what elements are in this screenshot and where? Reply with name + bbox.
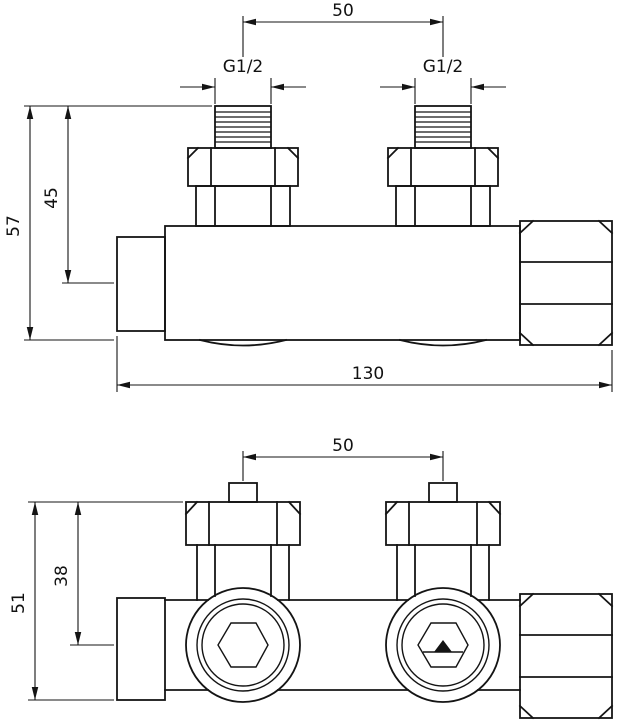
- valve-port-right: [385, 587, 501, 703]
- left-end-connector-bottom-view: [116, 597, 166, 701]
- nut-collar-left-bottom-view: [196, 544, 290, 601]
- thread-size-label-right: G1/2: [423, 57, 464, 77]
- union-nut-left: [186, 146, 300, 187]
- thread-hatch-left: [215, 111, 271, 143]
- dim-center-distance-top: [242, 16, 444, 57]
- left-end-connector-top-view: [116, 236, 166, 332]
- hex-socket-right: [417, 622, 469, 668]
- dim-label-height-total-top: 57: [4, 215, 24, 237]
- dim-label-length-total: 130: [352, 364, 384, 384]
- valve-body-top-view: [164, 225, 521, 347]
- dim-height-total-top: [24, 105, 212, 341]
- threaded-stem-left: [214, 105, 272, 149]
- dim-label-center-distance-top: 50: [332, 1, 354, 21]
- right-hex-nut-top-view: [518, 219, 614, 347]
- union-nut-right-bottom-view: [384, 500, 502, 546]
- dim-label-height-axis-top: 45: [42, 187, 62, 209]
- valve-port-left: [185, 587, 301, 703]
- bottom-view: 50: [9, 436, 614, 720]
- dim-height-axis-bottom: [70, 502, 114, 646]
- thread-hatch-right: [415, 111, 471, 143]
- stem-right-bottom-view: [428, 482, 458, 503]
- dim-label-height-axis-bottom: 38: [52, 565, 72, 587]
- nut-collar-left: [195, 185, 291, 227]
- dim-height-total-bottom: [28, 501, 183, 701]
- dim-length-total: [116, 336, 613, 392]
- dim-label-center-distance-bottom: 50: [332, 436, 354, 456]
- dim-label-height-total-bottom: 51: [9, 592, 29, 614]
- union-nut-left-bottom-view: [184, 500, 302, 546]
- thread-dim-right: [380, 78, 506, 104]
- nut-collar-right: [395, 185, 491, 227]
- hex-socket-left: [217, 622, 269, 668]
- thread-dim-left: [180, 78, 306, 104]
- dim-height-axis-top: [62, 106, 114, 284]
- preset-indicator-triangle: [434, 640, 452, 652]
- stem-left-bottom-view: [228, 482, 258, 503]
- top-view: 50 G1/2 G1/2: [4, 1, 614, 392]
- valve-body-bottom-view: [164, 599, 521, 691]
- nut-collar-right-bottom-view: [396, 544, 490, 601]
- threaded-stem-right: [414, 105, 472, 149]
- right-hex-nut-bottom-view: [518, 592, 614, 720]
- thread-size-label-left: G1/2: [223, 57, 264, 77]
- dim-center-distance-bottom: [242, 451, 444, 481]
- union-nut-right: [386, 146, 500, 187]
